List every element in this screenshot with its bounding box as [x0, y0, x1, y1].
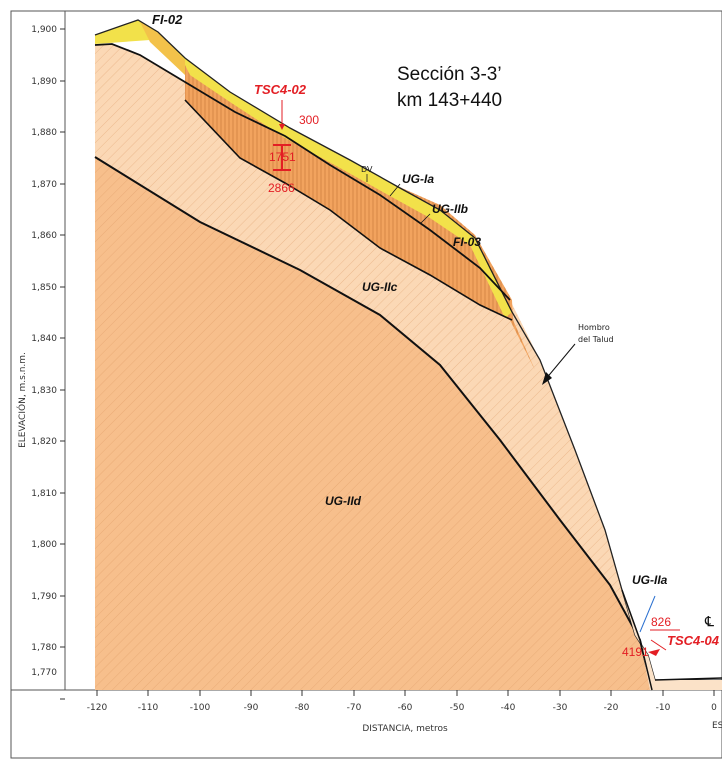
x-tick-label: -80	[295, 703, 310, 713]
x-partial-label: ES	[712, 721, 722, 731]
leader-ug-ia	[389, 183, 401, 197]
x-tick-label: -10	[656, 703, 671, 713]
figure-frame	[10, 10, 722, 759]
y-tick-label: 1,790	[31, 592, 57, 602]
boring-tsc4-04-top-value: 826	[651, 615, 671, 629]
del-talud-label: del Talud	[578, 335, 614, 344]
unit-label-fi-02: FI-02	[152, 12, 183, 27]
contact-ug-iib-bottom	[184, 99, 513, 321]
unit-label-ug-iia: UG-IIa	[632, 573, 668, 587]
leader-ug-iia	[639, 595, 656, 633]
x-tick-label: -90	[244, 703, 259, 713]
y-tick-label: 1,860	[31, 231, 57, 241]
boring-tsc4-04-label: TSC4-04	[667, 633, 720, 648]
unit-label-ug-iib: UG-IIb	[432, 202, 468, 216]
x-axis-label: DISTANCIA, metros	[362, 724, 448, 734]
y-axis-ticks: 1,900 1,890 1,880 1,870 1,860 1,850 1,84…	[31, 25, 65, 700]
boring-tsc4-04-leader	[650, 639, 667, 651]
x-tick-label: -110	[138, 703, 159, 713]
x-tick-label: -60	[398, 703, 413, 713]
boring-tsc4-02-top-value: 300	[299, 113, 319, 127]
unit-label-ug-iic: UG-IIc	[362, 280, 398, 294]
x-tick-label: -100	[190, 703, 211, 713]
y-tick-label: 1,850	[31, 283, 57, 293]
boring-tsc4-02-mid-value: 1751	[269, 150, 296, 164]
y-tick-label: 1,900	[31, 25, 57, 35]
x-tick-label: -30	[553, 703, 568, 713]
y-tick-label: 1,830	[31, 386, 57, 396]
hombro-arrowhead	[542, 372, 552, 385]
unit-label-ug-iid: UG-IId	[325, 494, 362, 508]
y-tick-label: 1,870	[31, 180, 57, 190]
contact-ug-iid-top	[94, 156, 653, 691]
boring-tsc4-04-arrow	[648, 649, 660, 656]
y-tick-label: 1,780	[31, 643, 57, 653]
dv-marker-label: DV	[361, 165, 373, 174]
x-tick-label: -40	[501, 703, 516, 713]
hombro-leader	[544, 343, 576, 381]
boring-tsc4-02-label: TSC4-02	[254, 82, 307, 97]
centerline-symbol: ℄	[704, 613, 714, 629]
x-tick-label: -120	[87, 703, 108, 713]
boring-tsc4-02-arrow	[279, 124, 285, 130]
boring-tsc4-02-bottom-value: 2866	[268, 181, 295, 195]
y-tick-label: 1,820	[31, 437, 57, 447]
unit-label-fi-03: FI-03	[453, 235, 481, 249]
x-tick-label: -70	[347, 703, 362, 713]
unit-label-ug-ia: UG-Ia	[402, 172, 434, 186]
x-tick-label: -20	[604, 703, 619, 713]
x-tick-label: 0	[711, 703, 717, 713]
x-tick-label: -50	[450, 703, 465, 713]
leader-ug-iib	[419, 213, 431, 225]
y-tick-label: 1,800	[31, 540, 57, 550]
y-axis-label: ELEVACIÓN, m.s.n.m.	[16, 352, 28, 448]
section-subtitle: km 143+440	[397, 90, 502, 111]
x-axis-ticks: -120 -110 -100 -90 -80 -70 -60 -50 -40 -…	[87, 690, 722, 731]
y-tick-label: 1,880	[31, 128, 57, 138]
hombro-label: Hombro	[578, 323, 610, 332]
valley-fill-area	[622, 590, 722, 690]
contact-ug-iic-top	[94, 43, 511, 301]
y-tick-label: 1,810	[31, 489, 57, 499]
y-tick-label: 1,770	[31, 668, 57, 678]
section-title: Sección 3-3’	[397, 64, 502, 85]
y-tick-label: 1,890	[31, 77, 57, 87]
boring-tsc4-04-bottom-value: 4191	[622, 645, 649, 659]
y-tick-label: 1,840	[31, 334, 57, 344]
